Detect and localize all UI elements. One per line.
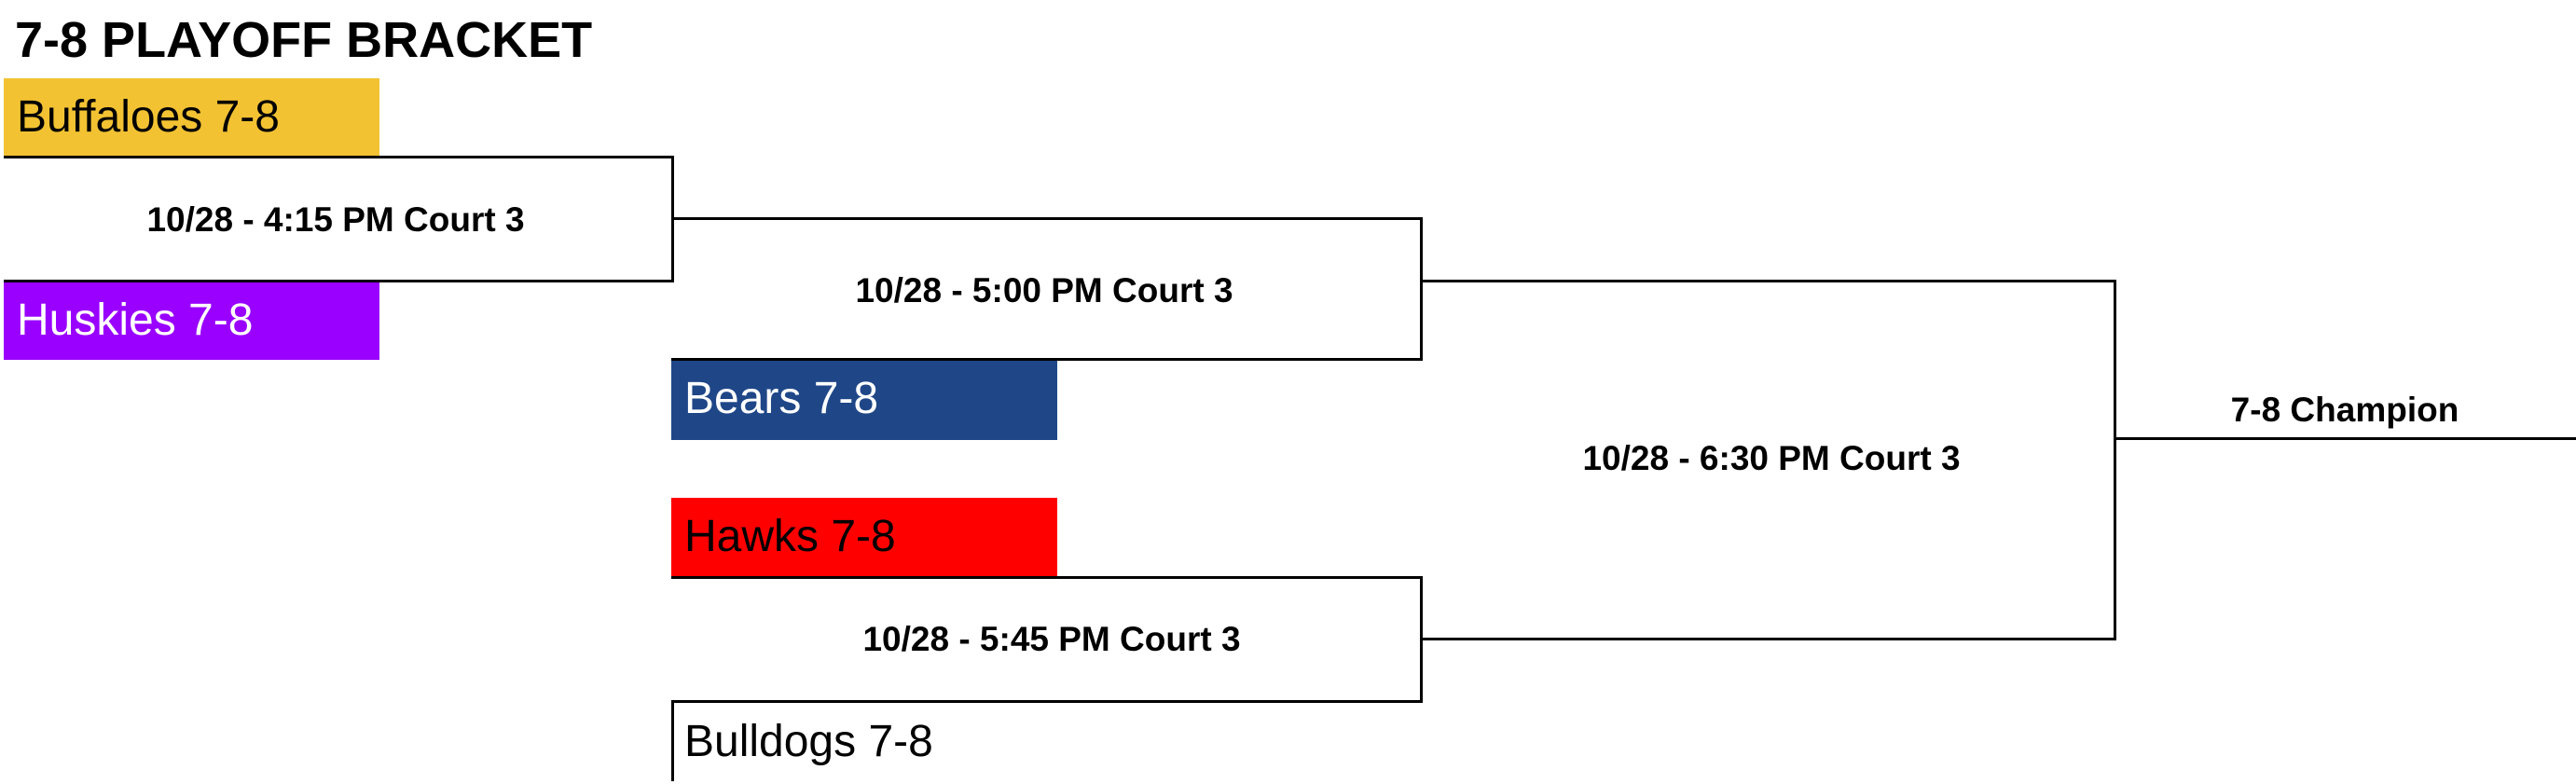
bracket-line-final-vertical [2114,280,2116,640]
champion-label: 7-8 Champion [2230,391,2459,429]
bracket-line-g3-bottom [671,700,1423,703]
champion-line [2114,437,2576,440]
bracket-title: 7-8 PLAYOFF BRACKET [15,12,593,68]
bracket-line-bulldogs-left [671,700,674,781]
game-label-2: 10/28 - 5:00 PM Court 3 [855,271,1233,309]
bracket-line-final-top [1420,280,2116,282]
bracket-line-g2-top [671,217,1423,220]
game-label-1: 10/28 - 4:15 PM Court 3 [146,200,525,239]
bracket-line-g3-top [671,576,1423,579]
team-box-bulldogs: Bulldogs 7-8 [671,703,1057,781]
team-box-bears: Bears 7-8 [671,360,1057,440]
game-label-3: 10/28 - 5:45 PM Court 3 [862,620,1241,658]
team-box-huskies: Huskies 7-8 [4,282,379,360]
game-label-final: 10/28 - 6:30 PM Court 3 [1582,439,1961,477]
team-box-hawks: Hawks 7-8 [671,498,1057,578]
team-box-buffaloes: Buffaloes 7-8 [4,78,379,157]
bracket-line-g1-bottom [4,280,674,282]
bracket-line-final-bottom [1420,638,2116,640]
bracket-line-g2-bottom [671,358,1423,361]
bracket-line-g1-top [4,156,674,158]
bracket-line-g2-vertical [1420,217,1423,361]
